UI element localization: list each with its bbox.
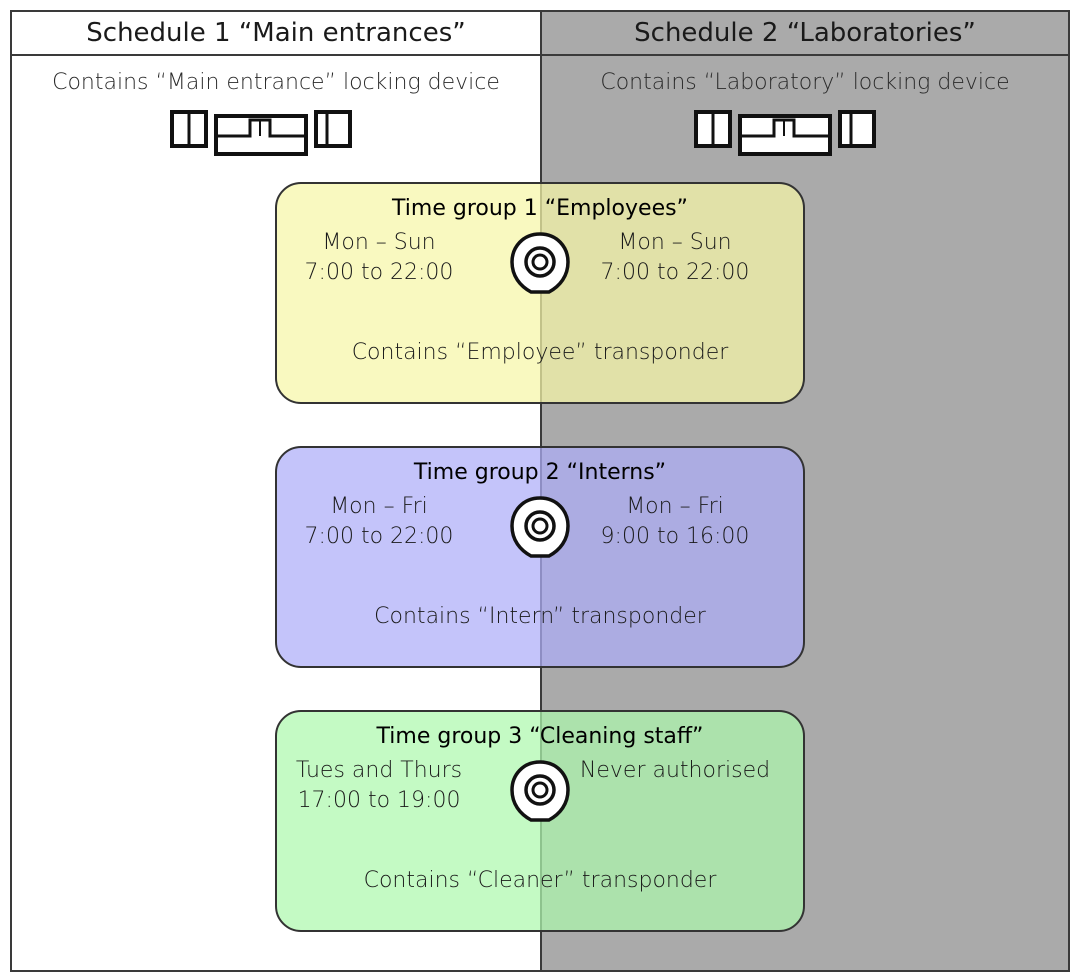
transponder-icon [510,760,570,822]
main-entrance-schedule: Tues and Thurs 17:00 to 19:00 [259,756,499,816]
time-group-title: Time group 2 “Interns” [413,460,667,485]
transponder-label: Contains “Employee” transponder [351,340,729,365]
schedule-2-lock-label: Contains “Laboratory” locking device [600,70,1010,95]
schedule-days: Mon – Sun [618,230,732,255]
main-entrance-schedule: Mon – Fri 7:00 to 22:00 [259,492,499,552]
cylinder-lock-icon [170,110,352,156]
schedule-days: Never authorised [579,758,771,783]
transponder-icon [510,496,570,558]
laboratory-schedule: Mon – Fri 9:00 to 16:00 [555,492,795,552]
schedule-days: Tues and Thurs [295,758,463,783]
main-entrance-schedule: Mon – Sun 7:00 to 22:00 [259,228,499,288]
time-group-employees: Time group 1 “Employees” Mon – Sun 7:00 … [275,182,805,404]
schedule-hours: 17:00 to 19:00 [297,788,461,813]
time-group-interns: Time group 2 “Interns” Mon – Fri 7:00 to… [275,446,805,668]
time-group-title: Time group 3 “Cleaning staff” [376,724,704,749]
schedule-hours: 7:00 to 22:00 [304,524,454,549]
schedule-1-title: Schedule 1 “Main entrances” [12,12,540,56]
schedule-days: Mon – Sun [322,230,436,255]
schedule-hours: 7:00 to 22:00 [304,260,454,285]
schedule-2-title: Schedule 2 “Laboratories” [542,12,1068,56]
schedule-days: Mon – Fri [626,494,724,519]
schedule-hours: 7:00 to 22:00 [600,260,750,285]
laboratory-schedule: Mon – Sun 7:00 to 22:00 [555,228,795,288]
transponder-label: Contains “Intern” transponder [374,604,706,629]
laboratory-schedule: Never authorised [555,756,795,786]
time-group-cleaning-staff: Time group 3 “Cleaning staff” Tues and T… [275,710,805,932]
transponder-icon [510,232,570,294]
cylinder-lock-icon [694,110,876,156]
schedule-days: Mon – Fri [330,494,428,519]
schedule-1-lock-label: Contains “Main entrance” locking device [52,70,500,95]
transponder-label: Contains “Cleaner” transponder [363,868,717,893]
time-group-title: Time group 1 “Employees” [392,196,688,221]
schedule-hours: 9:00 to 16:00 [600,524,750,549]
